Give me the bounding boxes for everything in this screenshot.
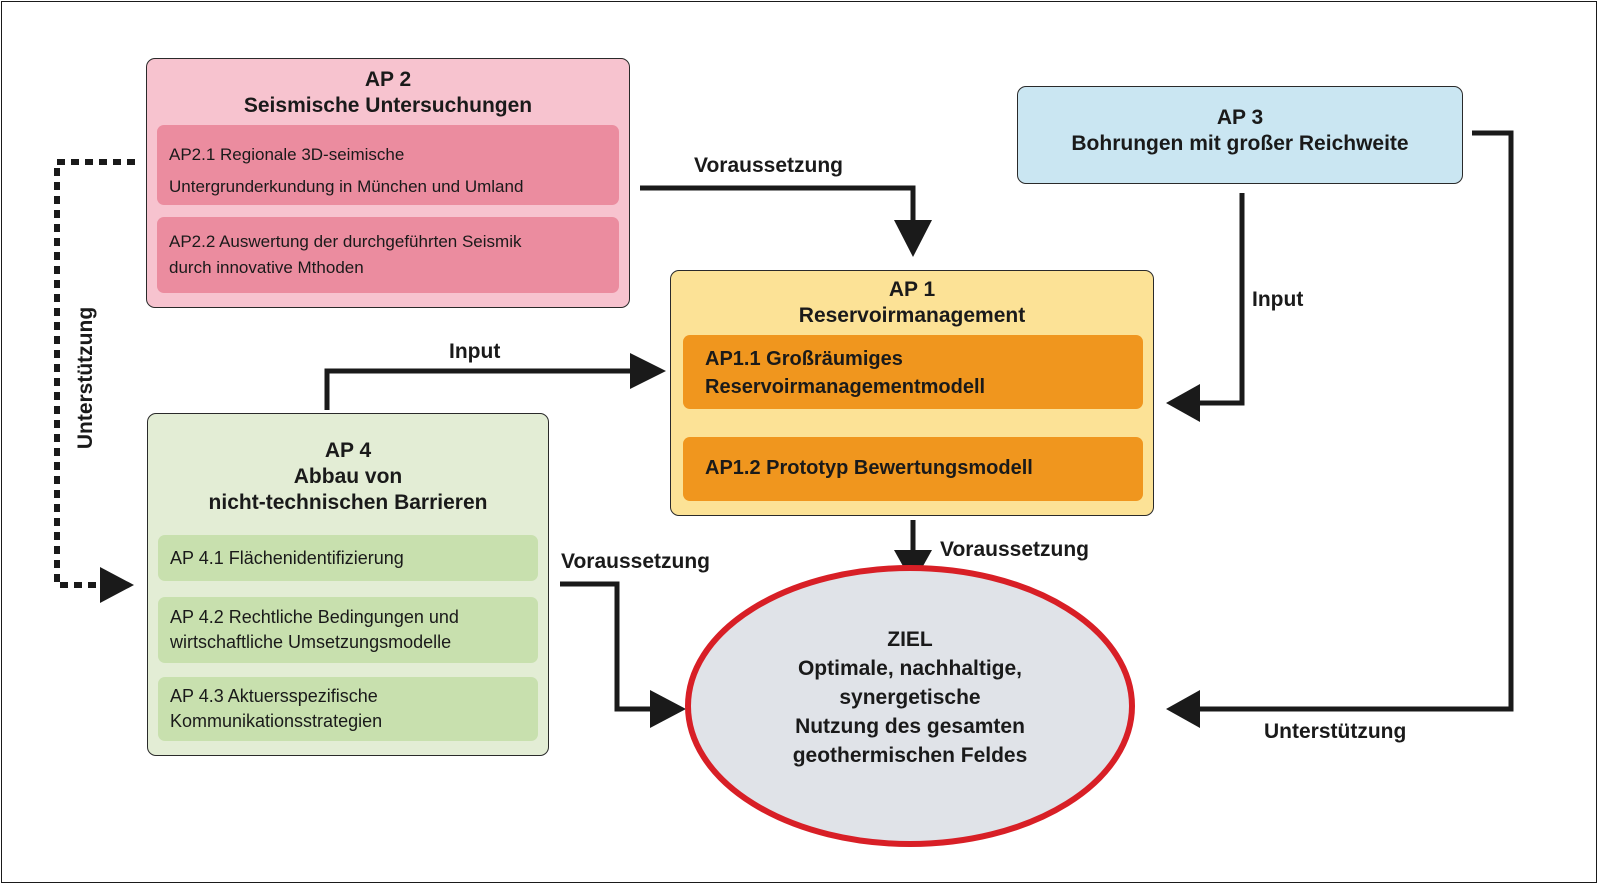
goal-line1: ZIEL xyxy=(887,628,933,651)
arrowhead xyxy=(1166,384,1200,422)
ap4-1-text: AP 4.1 Flächenidentifizierung xyxy=(170,548,404,568)
label-ap2-ap1: Voraussetzung xyxy=(694,154,843,177)
ap3-title: AP 3 Bohrungen mit großer Reichweite xyxy=(1018,87,1462,157)
ap4-title: AP 4 Abbau von nicht-technischen Barrier… xyxy=(148,414,548,516)
goal-text: ZIEL Optimale, nachhaltige, synergetisch… xyxy=(700,625,1120,770)
ap2-2-line2: durch innovative Mthoden xyxy=(169,258,364,277)
label-ap2-ap4: Unterstützung xyxy=(74,306,97,450)
ap1-title: AP 1 Reservoirmanagement xyxy=(671,271,1153,329)
goal-line4: Nutzung des gesamten xyxy=(795,715,1025,738)
ap4-3-box: AP 4.3 Aktuersspezifische Kommunikations… xyxy=(158,677,538,741)
edge-ap3-goal xyxy=(1200,130,1514,712)
ap1-box: AP 1 Reservoirmanagement AP1.1 Großräumi… xyxy=(670,270,1154,516)
edge-ap4-goal xyxy=(560,581,650,712)
ap3-title-line2: Bohrungen mit großer Reichweite xyxy=(1071,132,1409,155)
ap4-title-line2: Abbau von xyxy=(293,465,403,488)
ap1-title-line1: AP 1 xyxy=(888,278,936,301)
ap1-1-line2: Reservoirmanagementmodell xyxy=(705,376,986,398)
arrowhead xyxy=(650,690,686,728)
arrowhead xyxy=(894,220,932,257)
edge-ap2-ap4-dotted xyxy=(54,159,135,588)
ap2-title: AP 2 Seismische Untersuchungen xyxy=(147,59,629,119)
label-ap4-goal: Voraussetzung xyxy=(561,550,710,573)
ap2-2-line1: AP2.2 Auswertung der durchgeführten Seis… xyxy=(169,232,522,251)
ap4-3-line1: AP 4.3 Aktuersspezifische xyxy=(170,686,378,706)
ap4-1-box: AP 4.1 Flächenidentifizierung xyxy=(158,535,538,581)
arrowhead xyxy=(100,567,134,603)
ap1-2-text: AP1.2 Prototyp Bewertungsmodell xyxy=(705,457,1033,479)
ap4-2-line2: wirtschaftliche Umsetzungsmodelle xyxy=(170,632,452,652)
goal-ellipse xyxy=(685,565,1135,847)
ap4-3-line2: Kommunikationsstrategien xyxy=(170,711,383,731)
label-ap3-ap1: Input xyxy=(1252,288,1304,311)
ap2-1-box: AP2.1 Regionale 3D-seimische Untergrunde… xyxy=(157,125,619,205)
ap2-title-line2: Seismische Untersuchungen xyxy=(243,94,533,117)
ap2-1-line1: AP2.1 Regionale 3D-seimische xyxy=(169,145,405,164)
ap2-1-line2: Untergrunderkundung in München und Umlan… xyxy=(169,177,524,196)
goal-line2: Optimale, nachhaltige, xyxy=(797,657,1023,680)
ap4-title-line1: AP 4 xyxy=(324,439,372,462)
ap3-title-line1: AP 3 xyxy=(1216,106,1264,129)
ap1-title-line2: Reservoirmanagement xyxy=(798,304,1026,327)
edge-ap4-ap1 xyxy=(324,368,630,410)
ap1-1-box: AP1.1 Großräumiges Reservoirmanagementmo… xyxy=(683,335,1143,409)
ap2-title-line1: AP 2 xyxy=(364,68,412,91)
edge-ap2-ap1 xyxy=(640,185,916,220)
ap1-2-box: AP1.2 Prototyp Bewertungsmodell xyxy=(683,437,1143,501)
arrowhead xyxy=(630,353,666,389)
edge-ap3-ap1 xyxy=(1200,193,1245,406)
ap3-box: AP 3 Bohrungen mit großer Reichweite xyxy=(1017,86,1463,184)
arrowhead xyxy=(1166,690,1200,728)
goal-line5: geothermischen Feldes xyxy=(792,744,1028,767)
ap4-2-line1: AP 4.2 Rechtliche Bedingungen und xyxy=(170,607,459,627)
ap4-2-box: AP 4.2 Rechtliche Bedingungen und wirtsc… xyxy=(158,597,538,663)
ap4-box: AP 4 Abbau von nicht-technischen Barrier… xyxy=(147,413,549,756)
ap2-2-box: AP2.2 Auswertung der durchgeführten Seis… xyxy=(157,217,619,293)
ap2-box: AP 2 Seismische Untersuchungen AP2.1 Reg… xyxy=(146,58,630,308)
goal-line3: synergetische xyxy=(839,686,981,709)
label-ap1-goal: Voraussetzung xyxy=(940,538,1089,561)
label-ap3-goal: Unterstützung xyxy=(1264,720,1407,743)
label-ap4-ap1: Input xyxy=(449,340,501,363)
ap1-1-line1: AP1.1 Großräumiges xyxy=(705,348,903,370)
ap4-title-line3: nicht-technischen Barrieren xyxy=(208,491,488,514)
